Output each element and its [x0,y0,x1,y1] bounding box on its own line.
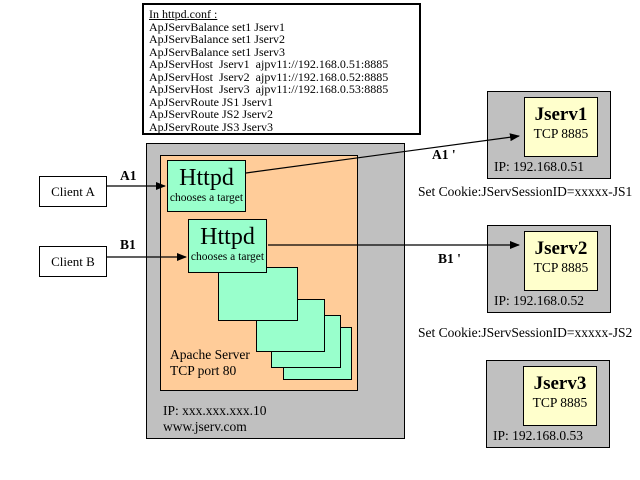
httpd-b-box: Httpd chooses a target [188,219,267,273]
set-cookie-js1-label: Set Cookie:JServSessionID=xxxxx-JS1 [418,184,633,199]
apache-ip-label: IP: xxx.xxx.xxx.10 [163,403,267,418]
jserv3-box: Jserv3 TCP 8885 [523,366,597,426]
config-line-balance-1: ApJServBalance set1 Jserv1 [149,19,285,34]
httpd-a-subtitle: chooses a target [169,192,244,204]
httpd-a-box: Httpd chooses a target [167,160,246,212]
config-line-route-1: ApJServRoute JS1 Jserv1 [149,94,274,109]
httpd-conf-box: In httpd.conf : ApJServBalance set1 Jser… [142,3,421,135]
httpd-b-subtitle: chooses a target [190,251,265,263]
httpd-a-title: Httpd [179,165,234,191]
label-a1-prime: A1 ' [432,147,456,162]
config-line-host-2: ApJServHost Jserv2 ajpv11://192.168.0.52… [149,69,389,84]
label-b1-prime: B1 ' [438,251,461,266]
jserv3-ip-label: IP: 192.168.0.53 [493,428,584,443]
httpd-conf-title: In httpd.conf : [149,7,218,21]
jserv1-name: Jserv1 [534,104,588,125]
jserv2-ip-label: IP: 192.168.0.52 [494,293,585,308]
config-line-balance-2: ApJServBalance set1 Jserv2 [149,32,285,46]
label-b1: B1 [120,237,136,252]
apache-server-label: Apache Server TCP port 80 [170,347,250,379]
jserv2-box: Jserv2 TCP 8885 [524,231,598,291]
config-line-balance-3: ApJServBalance set1 Jserv3 [149,44,285,59]
jserv2-port: TCP 8885 [533,260,589,275]
client-b-box: Client B [39,246,107,277]
jserv1-box: Jserv1 TCP 8885 [524,97,598,157]
apache-host-label: IP: xxx.xxx.xxx.10 www.jserv.com [163,403,267,434]
config-line-host-1: ApJServHost Jserv1 ajpv11://192.168.0.51… [149,57,389,71]
jserv1-port: TCP 8885 [533,126,589,141]
jserv1-ip-label: IP: 192.168.0.51 [494,159,585,174]
label-a1: A1 [120,168,137,183]
worker-box-1 [218,267,298,321]
apache-server-label-line1: Apache Server [170,347,250,362]
apache-hostname-label: www.jserv.com [163,418,247,434]
jserv3-machine-box: Jserv3 TCP 8885 IP: 192.168.0.53 [486,360,610,448]
config-line-route-2: ApJServRoute JS2 Jserv2 [149,107,274,121]
set-cookie-js2-label: Set Cookie:JServSessionID=xxxxx-JS2 [418,325,633,340]
jserv1-machine-box: Jserv1 TCP 8885 IP: 192.168.0.51 [487,91,611,179]
httpd-b-title: Httpd [200,224,255,250]
jserv3-port: TCP 8885 [532,395,588,410]
jserv2-machine-box: Jserv2 TCP 8885 IP: 192.168.0.52 [487,225,611,313]
jserv2-name: Jserv2 [534,238,588,259]
apache-server-label-line2: TCP port 80 [170,363,237,378]
config-line-route-3: ApJServRoute JS3 Jserv3 [149,119,274,134]
client-a-box: Client A [39,176,107,207]
jserv3-name: Jserv3 [533,373,587,394]
config-line-host-3: ApJServHost Jserv3 ajpv11://192.168.0.53… [149,82,389,96]
